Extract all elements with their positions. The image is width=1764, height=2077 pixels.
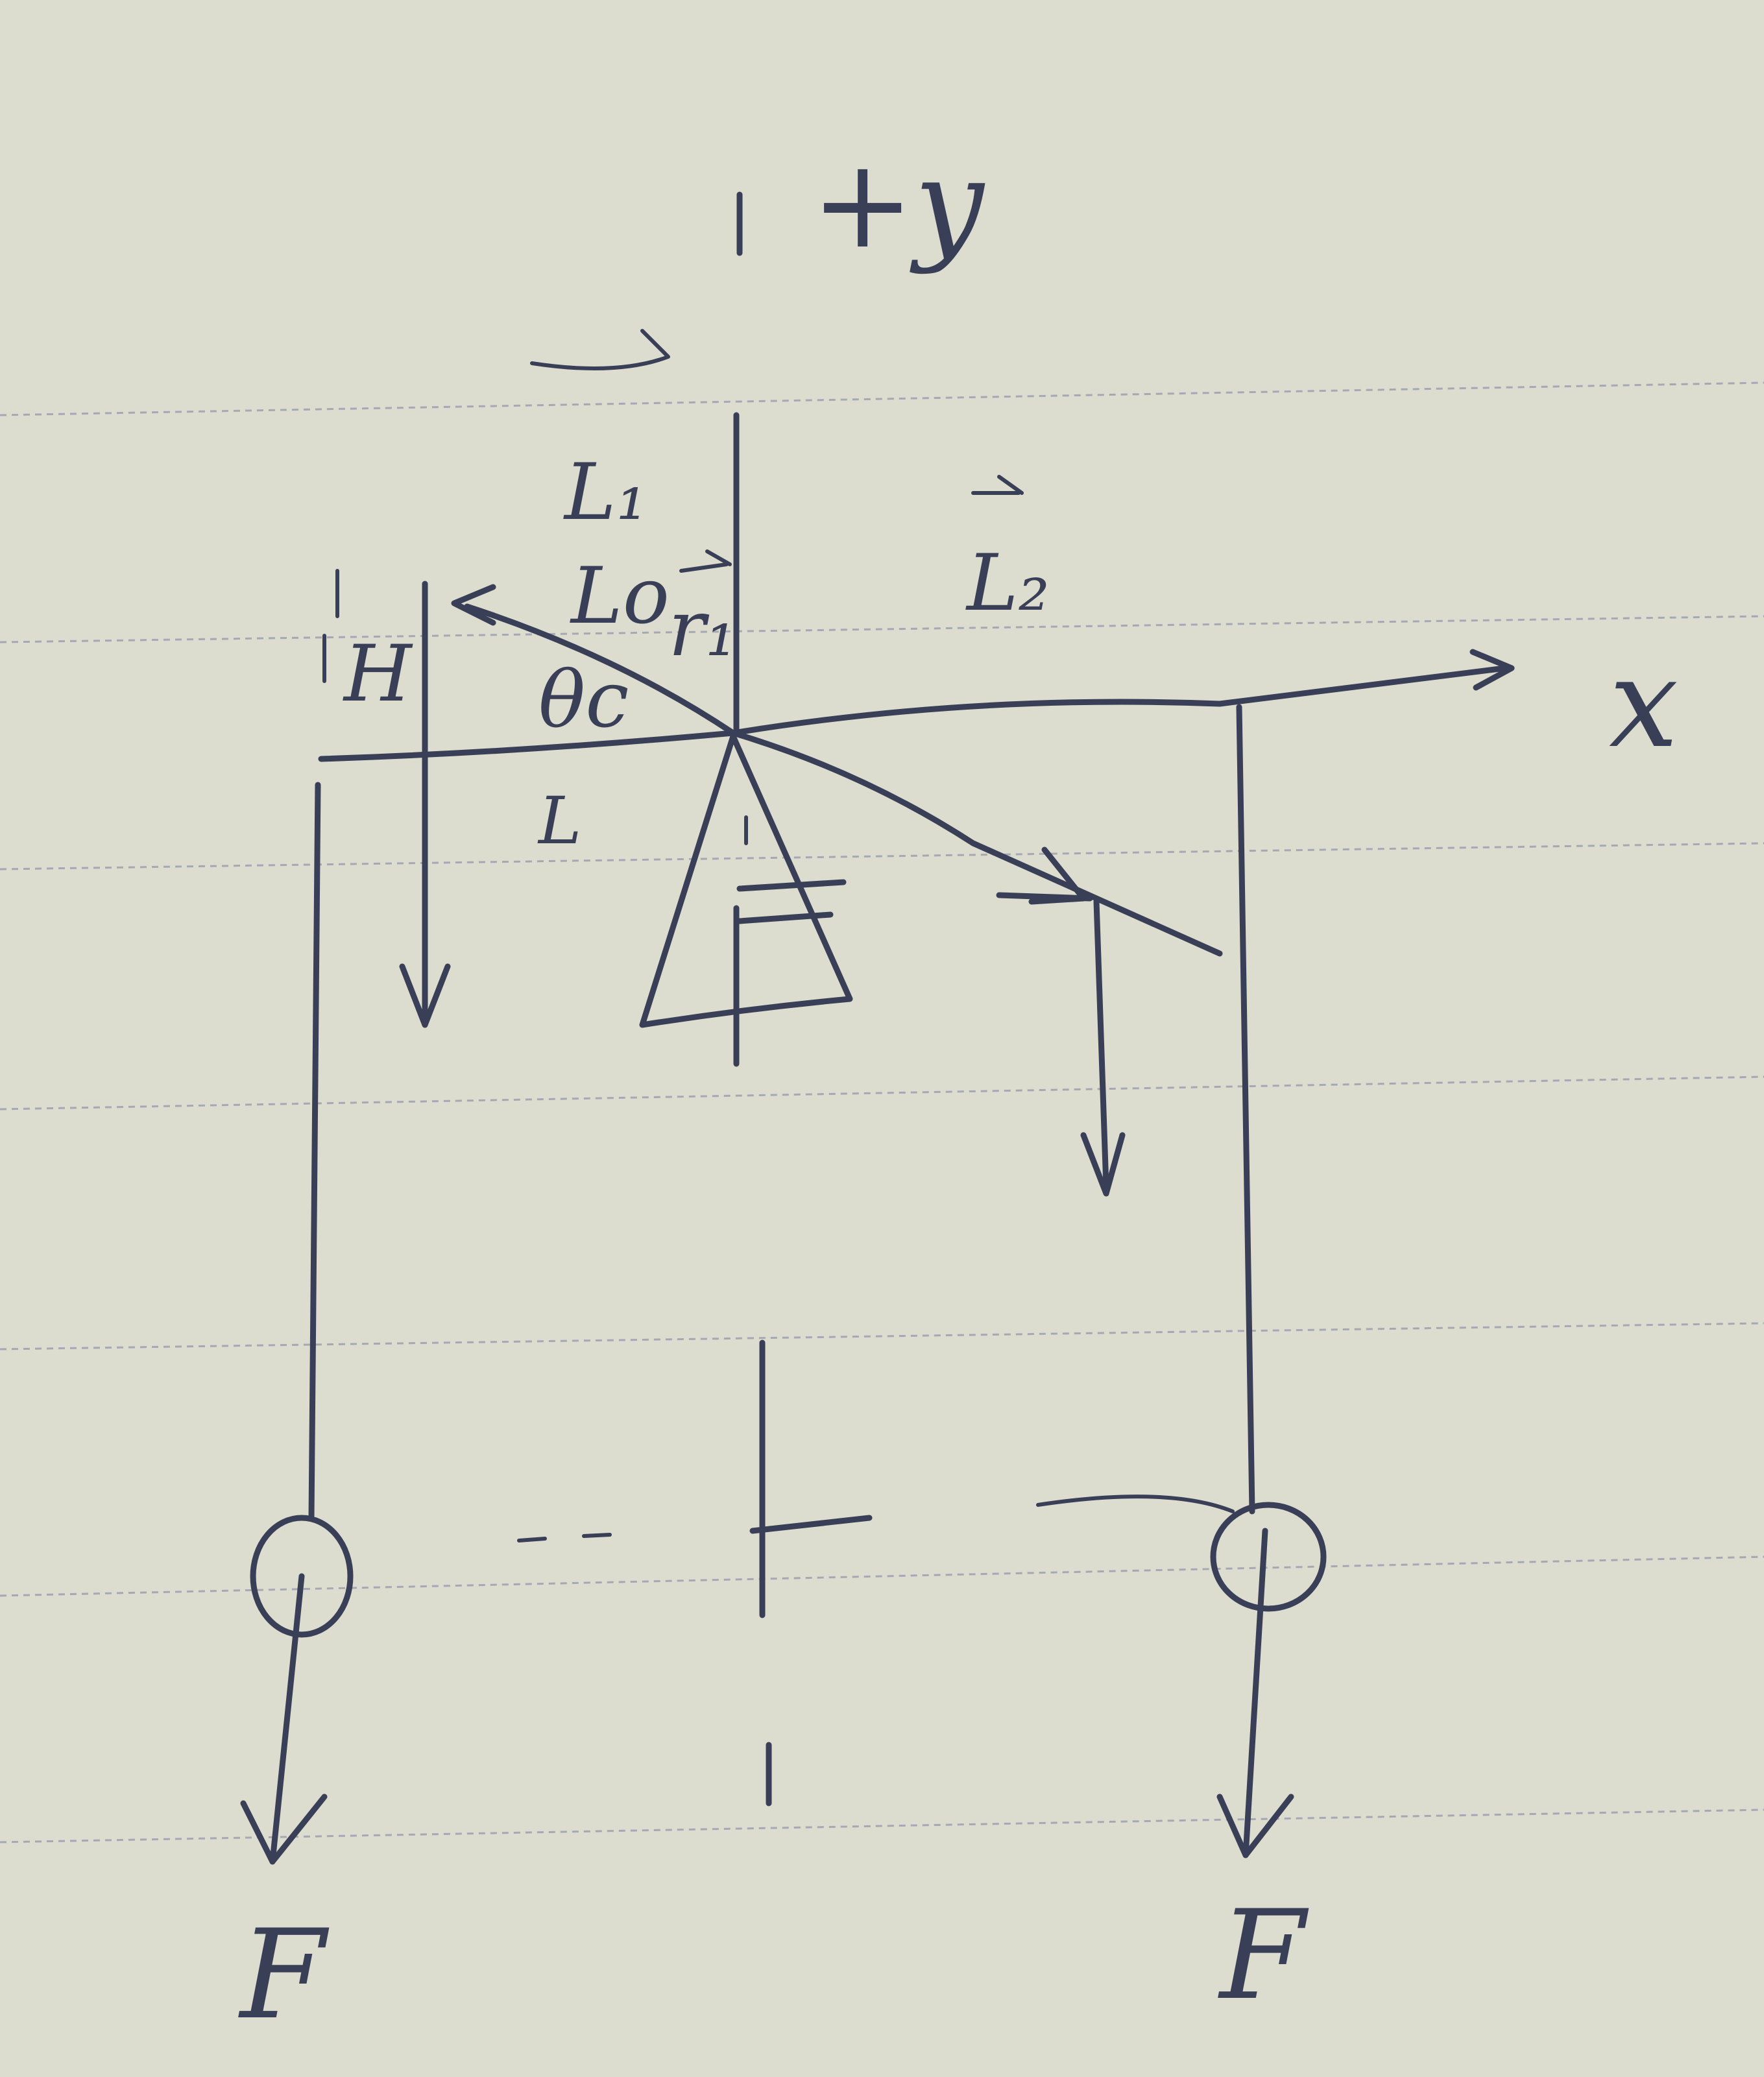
theta-label: θc xyxy=(538,655,629,745)
y-axis xyxy=(733,191,873,1807)
notebook-rules xyxy=(0,381,1764,1843)
right-down-arrow xyxy=(1080,898,1126,1197)
lo-label: Lo xyxy=(570,551,670,642)
h-label: H xyxy=(343,629,413,719)
left-mass xyxy=(240,1515,354,1865)
left-force-label: F xyxy=(238,1903,330,2047)
pivot-wedge xyxy=(639,733,853,1028)
x-axis-label: x xyxy=(1609,632,1678,775)
l-small-label: L xyxy=(537,783,581,859)
y-axis-label: +y xyxy=(811,132,985,276)
l2-vector-label: L₂ xyxy=(965,538,1050,629)
h-arrow xyxy=(322,569,451,1028)
strings xyxy=(308,704,1255,1521)
right-mass xyxy=(517,1495,1327,1858)
right-force-label: F xyxy=(1218,1884,1309,2027)
vector-marks xyxy=(530,329,1024,573)
r1-vector-label: r₁ xyxy=(668,584,736,674)
x-axis xyxy=(318,649,1515,762)
rod xyxy=(451,584,1223,957)
l1-vector-label: L₁ xyxy=(563,448,647,538)
